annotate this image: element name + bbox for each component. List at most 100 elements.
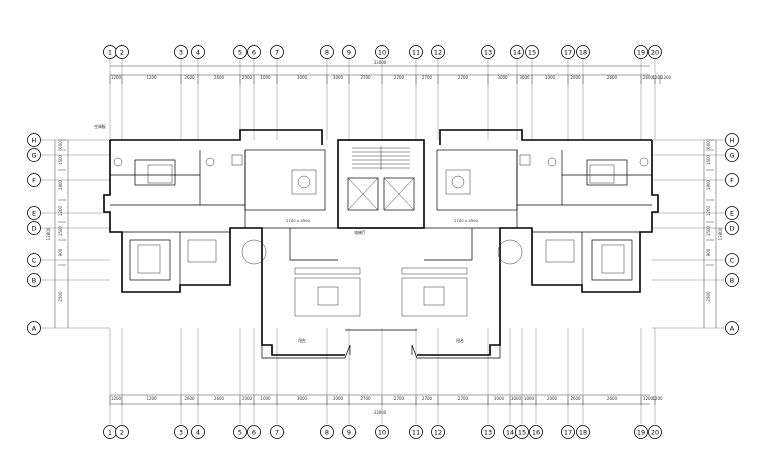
axis-bubble-right: C — [725, 253, 739, 267]
dimension-label: 2600 — [643, 75, 654, 80]
axis-bubble-bottom: 2 — [115, 425, 129, 439]
svg-text:13: 13 — [484, 48, 492, 56]
svg-text:17: 17 — [564, 48, 572, 56]
axis-bubble-bottom: 6 — [247, 425, 261, 439]
axis-bubble-bottom: 19 — [634, 425, 648, 439]
axis-bubble-bottom: 1 — [103, 425, 117, 439]
svg-text:B: B — [32, 276, 36, 284]
dimension-label: 2600 — [184, 396, 195, 401]
axis-bubble-bottom: 17 — [561, 425, 575, 439]
svg-text:8: 8 — [325, 428, 329, 436]
axis-bubble-right: A — [725, 321, 739, 335]
dimension-label: 3000 — [519, 75, 530, 80]
svg-text:G: G — [31, 151, 36, 159]
svg-text:18: 18 — [579, 48, 587, 56]
svg-text:F: F — [32, 176, 36, 184]
axis-bubble-right: G — [725, 148, 739, 162]
svg-text:13: 13 — [484, 428, 492, 436]
left-total-dimension: 13800 — [46, 227, 51, 240]
dimension-label: 3000 — [494, 396, 505, 401]
axis-bubble-right: D — [725, 221, 739, 235]
axis-bubble-left: D — [27, 221, 41, 235]
axis-bubble-right: B — [725, 273, 739, 287]
axis-bubble-bottom: 20 — [648, 425, 662, 439]
axis-bubble-top: 14 — [510, 45, 524, 59]
svg-text:10: 10 — [378, 428, 386, 436]
axis-bubble-bottom: 13 — [481, 425, 495, 439]
svg-text:18: 18 — [579, 428, 587, 436]
dimension-label: 2600 — [214, 396, 225, 401]
dimension-label: 3000 — [497, 75, 508, 80]
corner-note: 空调板 — [94, 124, 106, 129]
svg-text:12: 12 — [434, 48, 442, 56]
svg-text:A: A — [730, 324, 735, 332]
dimension-label: 600 — [706, 141, 711, 149]
axis-bubble-right: H — [725, 133, 739, 147]
dimension-label: 1500 — [706, 225, 711, 236]
building-walls — [103, 129, 659, 359]
dimension-label: 3000 — [297, 75, 308, 80]
dimension-label: 2700 — [458, 75, 469, 80]
svg-text:14: 14 — [506, 428, 514, 436]
axis-bubble-top: 17 — [561, 45, 575, 59]
axis-bubble-top: 20 — [648, 45, 662, 59]
axis-bubble-bottom: 7 — [270, 425, 284, 439]
axis-bubble-bottom: 3 — [174, 425, 188, 439]
svg-text:7: 7 — [275, 428, 279, 436]
svg-text:15: 15 — [528, 48, 536, 56]
axis-bubble-bottom: 16 — [529, 425, 543, 439]
dimension-chains: 33000 33000 13800 13800 — [46, 60, 723, 415]
axis-bubble-right: F — [725, 173, 739, 187]
axis-bubble-top: 7 — [270, 45, 284, 59]
dimension-label: 1200 — [111, 396, 122, 401]
dimension-label: 2700 — [360, 396, 371, 401]
dimension-label: 2000 — [242, 75, 253, 80]
dimension-label: 1200 — [652, 75, 663, 80]
dimension-label: 3000 — [333, 75, 344, 80]
dimension-label: 2500 — [706, 291, 711, 302]
axis-bubble-bottom: 15 — [515, 425, 529, 439]
dimension-label: 2600 — [570, 396, 581, 401]
svg-text:A: A — [32, 324, 37, 332]
axis-bubble-top: 18 — [576, 45, 590, 59]
bottom-total-dimension: 33000 — [374, 410, 387, 415]
svg-text:D: D — [729, 224, 734, 232]
svg-text:2: 2 — [120, 48, 124, 56]
right-total-dimension: 13800 — [718, 227, 723, 240]
svg-text:11: 11 — [412, 48, 420, 56]
svg-text:20: 20 — [651, 428, 659, 436]
dining-dimension-left: 2700 x 4500 — [286, 218, 311, 223]
dimension-label: 1200 — [146, 75, 157, 80]
svg-text:7: 7 — [275, 48, 279, 56]
axis-bubble-left: C — [27, 253, 41, 267]
svg-text:16: 16 — [532, 428, 540, 436]
svg-text:8: 8 — [325, 48, 329, 56]
dimension-label: 1200 — [146, 396, 157, 401]
svg-text:9: 9 — [347, 428, 351, 436]
svg-text:5: 5 — [238, 428, 242, 436]
axis-bubble-top: 6 — [247, 45, 261, 59]
dimension-label: 3000 — [511, 396, 522, 401]
dining-dimension-right: 2700 x 4500 — [454, 218, 479, 223]
svg-text:12: 12 — [434, 428, 442, 436]
svg-text:4: 4 — [196, 428, 200, 436]
axis-bubble-left: F — [27, 173, 41, 187]
dimension-label: 1500 — [58, 225, 63, 236]
svg-text:6: 6 — [252, 48, 256, 56]
dimension-label: 2500 — [58, 291, 63, 302]
dimension-label: 2600 — [214, 75, 225, 80]
stair-treads — [352, 146, 410, 170]
svg-text:6: 6 — [252, 428, 256, 436]
axis-bubble-top: 2 — [115, 45, 129, 59]
dimension-label: 900 — [58, 248, 63, 256]
svg-text:11: 11 — [412, 428, 420, 436]
axis-bubble-top: 19 — [634, 45, 648, 59]
axis-bubble-left: H — [27, 133, 41, 147]
svg-text:5: 5 — [238, 48, 242, 56]
vertical-grid-lines — [109, 58, 656, 424]
axis-bubble-bottom: 9 — [342, 425, 356, 439]
